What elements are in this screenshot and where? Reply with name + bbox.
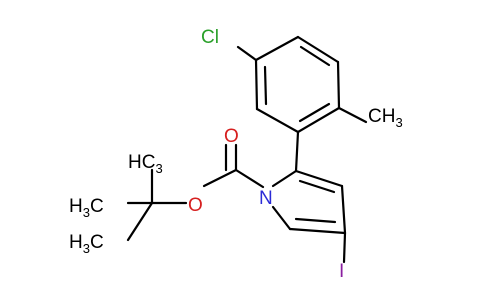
bond-n-carbonyl bbox=[234, 168, 265, 189]
tbu-upper-sub: 3 bbox=[83, 205, 90, 220]
ring-methyl-label: CH3 bbox=[368, 106, 403, 130]
bond-methyl bbox=[337, 106, 368, 124]
ring-methyl-c: C bbox=[368, 106, 382, 127]
bond-benzene-double bbox=[263, 65, 268, 106]
bond-pyrrole-double bbox=[294, 217, 337, 224]
ring-methyl-sub: 3 bbox=[395, 115, 402, 130]
tbu-top-h: H bbox=[128, 152, 142, 173]
pyrrole-ring bbox=[271, 169, 347, 264]
carbonyl-oxygen-label: O bbox=[224, 126, 239, 147]
bond-benzene bbox=[336, 60, 341, 110]
tbu-lower-methyl-label: H3C bbox=[69, 232, 104, 256]
bond-pyrrole bbox=[340, 184, 347, 235]
tbu-lower-h: H bbox=[69, 232, 83, 253]
nitrogen-label: N bbox=[259, 188, 273, 209]
bond-benzene-double bbox=[298, 102, 331, 123]
bond-benzene bbox=[296, 106, 341, 134]
bond-benzene-double bbox=[299, 45, 331, 67]
bond-aryl-pyrrole bbox=[294, 130, 300, 173]
bond-pyrrole bbox=[271, 205, 292, 231]
tbu-top-c: C bbox=[142, 152, 156, 173]
benzene-ring bbox=[236, 35, 368, 134]
bond-pyrrole-double bbox=[298, 179, 336, 194]
bond-cl-c bbox=[236, 45, 258, 62]
bond-ester bbox=[202, 168, 238, 188]
bond-pyrrole bbox=[294, 169, 344, 188]
bond-benzene bbox=[254, 35, 300, 62]
chlorine-label: Cl bbox=[201, 27, 219, 48]
bond-pyrrole bbox=[271, 169, 298, 188]
bond-benzene bbox=[255, 107, 300, 134]
bond-benzene bbox=[254, 58, 259, 111]
bond-benzene bbox=[296, 35, 340, 64]
iodine-label: I bbox=[339, 261, 344, 282]
tbu-lower-c: C bbox=[90, 232, 104, 253]
bond-iodine bbox=[342, 231, 347, 264]
tbu-upper-methyl-label: H3C bbox=[69, 196, 104, 220]
tbu-lower-sub: 3 bbox=[83, 241, 90, 256]
tbu-top-sub: 3 bbox=[155, 161, 162, 176]
tbu-upper-c: C bbox=[90, 196, 104, 217]
tbu-top-methyl-label: HC3 bbox=[128, 152, 163, 176]
ester-oxygen-label: O bbox=[188, 195, 203, 216]
tert-butyl-group bbox=[126, 168, 154, 242]
bond-tbu bbox=[126, 201, 154, 242]
tbu-upper-h: H bbox=[69, 196, 83, 217]
ring-methyl-h: H bbox=[382, 106, 396, 127]
bond-pyrrole bbox=[288, 227, 347, 235]
